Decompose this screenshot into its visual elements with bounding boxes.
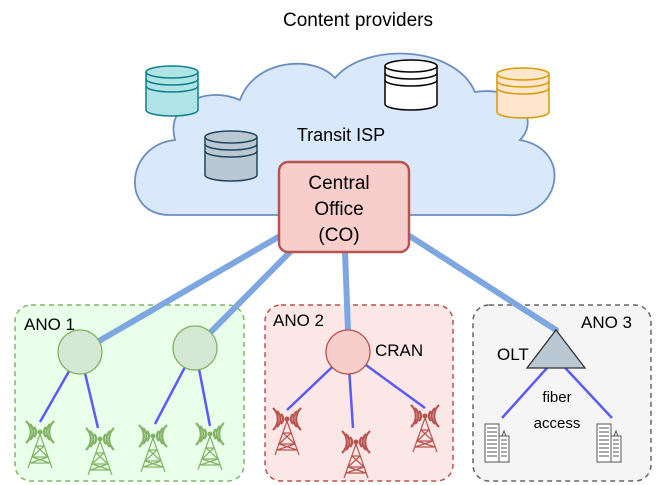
central-office-line-3: (CO) bbox=[318, 225, 359, 246]
fiber-access-line-2: access bbox=[534, 415, 581, 432]
olt-triangle-icon bbox=[525, 328, 587, 369]
central-office-line-2: Office bbox=[314, 199, 363, 220]
ano1-node-left bbox=[57, 329, 103, 375]
cran-label: CRAN bbox=[375, 341, 423, 360]
database-icon bbox=[496, 67, 550, 119]
database-icon bbox=[384, 59, 438, 111]
co-uplinks bbox=[77, 232, 559, 355]
ano1-label: ANO 1 bbox=[24, 315, 75, 334]
fiber-access-line-1: fiber bbox=[542, 389, 571, 406]
ano2-label: ANO 2 bbox=[273, 311, 324, 330]
content-providers-title: Content providers bbox=[283, 10, 433, 31]
database-icon bbox=[204, 130, 258, 182]
database-icon bbox=[145, 65, 199, 117]
ano1-node-right bbox=[172, 325, 218, 371]
ano3-label: ANO 3 bbox=[581, 313, 632, 332]
transit-isp-label: Transit ISP bbox=[297, 125, 385, 145]
cran-node bbox=[325, 329, 371, 375]
olt-label: OLT bbox=[497, 345, 529, 364]
central-office-box: Central Office (CO) bbox=[277, 160, 411, 254]
ano2-region bbox=[264, 304, 454, 482]
central-office-line-1: Central bbox=[308, 173, 369, 194]
